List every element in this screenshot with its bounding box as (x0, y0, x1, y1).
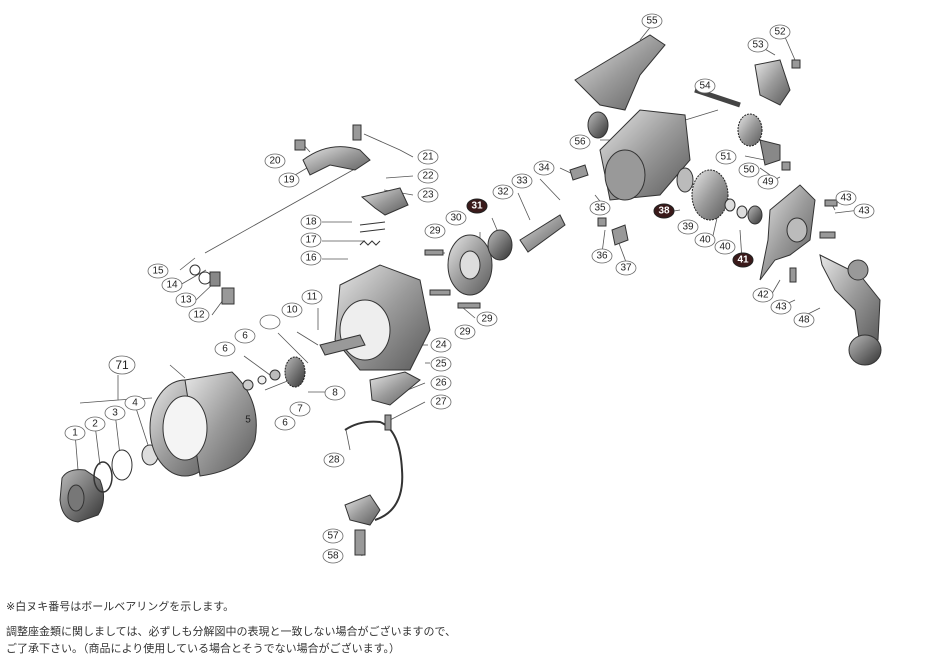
callout-17: 17 (305, 235, 317, 246)
side-cover-part-42 (759, 184, 816, 281)
bail-wire-part-28 (344, 420, 404, 521)
callout-10: 10 (286, 305, 298, 316)
spool-knob-part-1 (59, 469, 104, 523)
callout-54: 54 (699, 81, 711, 92)
callout-43a: 43 (775, 302, 787, 313)
callout-50: 50 (743, 165, 755, 176)
callout-18: 18 (305, 217, 317, 228)
callout-52: 52 (774, 27, 786, 38)
bearing-callouts (466, 198, 754, 268)
callout-8: 8 (332, 388, 338, 399)
callout-71-spool-assembly: 71 (115, 358, 129, 372)
callout-6c: 6 (282, 418, 288, 429)
callout-31-bearing: 31 (471, 201, 483, 212)
callout-48: 48 (798, 315, 810, 326)
callout-circles (64, 13, 875, 564)
callout-35: 35 (594, 203, 606, 214)
callout-15: 15 (152, 266, 164, 277)
callout-25: 25 (435, 359, 447, 370)
callout-7: 7 (297, 404, 303, 415)
spool-part-71 (149, 371, 257, 477)
callout-24: 24 (435, 340, 447, 351)
spool-washers-parts-2-3-4 (93, 444, 159, 493)
callout-5: 5 (245, 415, 251, 426)
rotor-gear-parts-5-6-7 (242, 356, 306, 391)
bearing-note: ※白ヌキ番号はボールベアリングを示します。 (6, 600, 235, 613)
callout-29b: 29 (459, 327, 471, 338)
callout-14: 14 (166, 280, 178, 291)
bail-arm-parts-26-19-23 (302, 146, 421, 406)
callout-34: 34 (538, 163, 550, 174)
callout-56: 56 (574, 137, 586, 148)
callout-11: 11 (307, 292, 318, 303)
drive-gear-part-39 (676, 167, 763, 225)
callout-22: 22 (422, 171, 434, 182)
callout-26: 26 (435, 378, 447, 389)
diagram-notes: ※白ヌキ番号はボールベアリングを示します。 調整座金類に関しましては、必ずしも分… (6, 598, 936, 661)
handle-part-48 (819, 254, 882, 366)
callout-33: 33 (516, 176, 528, 187)
callout-28: 28 (328, 455, 340, 466)
callout-16: 16 (305, 253, 317, 264)
shim-note-line-1: 調整座金類に関しましては、必ずしも分解図中の表現と一致しない場合がございますので… (6, 625, 457, 638)
callout-42: 42 (757, 290, 769, 301)
callout-36: 36 (596, 251, 608, 262)
callout-39: 39 (682, 222, 694, 233)
callout-29c: 29 (481, 314, 493, 325)
line-roller-part-57-58 (344, 494, 381, 556)
callout-32: 32 (497, 187, 509, 198)
callout-30: 30 (450, 213, 462, 224)
callout-6b: 6 (222, 344, 228, 355)
callout-29a: 29 (429, 226, 441, 237)
callout-38-bearing: 38 (658, 206, 670, 217)
callout-12: 12 (193, 310, 205, 321)
callout-3: 3 (112, 408, 118, 419)
callout-2: 2 (92, 419, 98, 430)
callout-53: 53 (752, 40, 764, 51)
callout-21: 21 (422, 152, 434, 163)
pinion-assembly-parts-30-32 (447, 214, 566, 296)
callout-23: 23 (422, 190, 434, 201)
screws (294, 59, 838, 431)
callout-49: 49 (762, 177, 774, 188)
callout-4: 4 (132, 398, 138, 409)
callout-6a: 6 (242, 331, 248, 342)
callout-41-bearing: 41 (737, 255, 749, 266)
callout-40a: 40 (699, 235, 711, 246)
body-part-35 (599, 109, 691, 201)
callout-13: 13 (180, 295, 192, 306)
callout-37: 37 (620, 263, 632, 274)
callout-1: 1 (72, 428, 78, 439)
callout-labels: 1 2 3 4 6 6 6 7 8 5 9 10 11 12 13 14 15 … (72, 16, 870, 562)
callout-57: 57 (327, 531, 339, 542)
oscillation-gear-part-51 (737, 113, 781, 166)
callout-43b: 43 (840, 193, 852, 204)
callout-51: 51 (720, 152, 732, 163)
rotor-part-24 (319, 264, 431, 371)
body-cover-part-55 (574, 34, 666, 111)
callout-27: 27 (435, 397, 447, 408)
callout-40b: 40 (719, 242, 731, 253)
callout-55: 55 (646, 16, 658, 27)
callout-20: 20 (269, 156, 281, 167)
callout-58: 58 (327, 551, 339, 562)
callout-43c: 43 (858, 206, 870, 217)
callout-19: 19 (283, 175, 295, 186)
oscillation-parts-53-54-56 (569, 59, 791, 246)
shim-note-line-2: ご了承下さい。（商品により使用している場合とそうでない場合がございます。） (6, 642, 401, 655)
exploded-parts-diagram: 1 2 3 4 6 6 6 7 8 5 9 10 11 12 13 14 15 … (59, 13, 882, 564)
bail-springs-parts-12-18 (189, 221, 386, 305)
